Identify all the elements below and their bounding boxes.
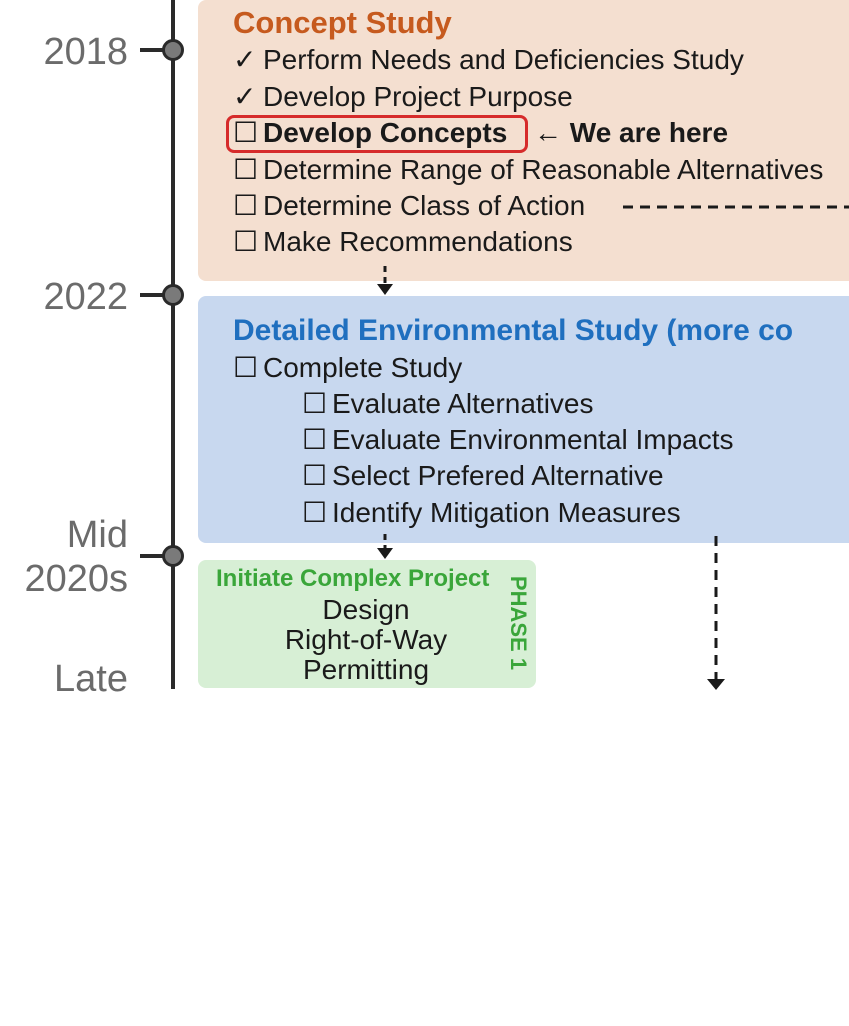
timeline-dot — [162, 284, 184, 306]
checkmark-icon: ✓ — [233, 81, 257, 112]
concept-study-box — [198, 0, 849, 281]
concept-item-label: Determine Range of Reasonable Alternativ… — [263, 154, 824, 185]
env-item-label: Evaluate Environmental Impacts — [332, 424, 734, 455]
year-label-2022: 2022 — [43, 276, 128, 318]
checkbox-icon: ☐ — [233, 117, 259, 148]
arrow-head-icon — [377, 284, 393, 295]
concept-item-current: ☐Develop Concepts — [233, 119, 507, 147]
env-item-label: Select Prefered Alternative — [332, 460, 664, 491]
timeline-dot — [162, 39, 184, 61]
checkbox-icon: ☐ — [233, 154, 259, 185]
concept-item: ✓Develop Project Purpose — [233, 83, 573, 111]
env-subitem: ☐Select Prefered Alternative — [302, 462, 664, 490]
checkbox-icon: ☐ — [302, 424, 328, 455]
checkmark-icon: ✓ — [233, 44, 257, 75]
concept-item-label: Perform Needs and Deficiencies Study — [263, 44, 744, 75]
concept-item: ☐Make Recommendations — [233, 228, 573, 256]
phase-line-permitting: Permitting — [302, 654, 430, 685]
timeline-tick — [140, 554, 170, 558]
year-label-2020s: 2020s — [24, 558, 128, 600]
env-subitem: ☐Evaluate Environmental Impacts — [302, 426, 734, 454]
checkbox-icon: ☐ — [302, 388, 328, 419]
timeline-line — [171, 0, 175, 689]
concept-study-title: Concept Study — [233, 5, 452, 40]
year-label-late: Late — [54, 658, 128, 700]
timeline-dot — [162, 545, 184, 567]
env-item-label: Complete Study — [263, 352, 463, 383]
concept-item-label: Develop Concepts — [263, 117, 508, 148]
concept-item: ✓Perform Needs and Deficiencies Study — [233, 46, 744, 74]
env-subitem: ☐Evaluate Alternatives — [302, 390, 594, 418]
env-item-label: Identify Mitigation Measures — [332, 497, 681, 528]
environmental-study-box — [198, 296, 849, 543]
checkbox-icon: ☐ — [233, 190, 259, 221]
concept-item-label: Determine Class of Action — [263, 190, 586, 221]
checkbox-icon: ☐ — [302, 460, 328, 491]
year-label-2018: 2018 — [43, 31, 128, 73]
timeline-tick — [140, 293, 170, 297]
phase-side-label: PHASE 1 — [506, 575, 531, 671]
year-label-mid: Mid — [66, 514, 128, 556]
checkbox-icon: ☐ — [233, 352, 259, 383]
concept-item: ☐Determine Class of Action — [233, 192, 585, 220]
phase-line-right-of-way: Right-of-Way — [284, 624, 448, 655]
concept-item: ☐Determine Range of Reasonable Alternati… — [233, 156, 823, 184]
timeline-tick — [140, 48, 170, 52]
concept-item-label: Make Recommendations — [263, 226, 573, 257]
env-item: ☐Complete Study — [233, 354, 462, 382]
checkbox-icon: ☐ — [233, 226, 259, 257]
phase-title: Initiate Complex Project — [216, 565, 490, 592]
current-step-highlight — [226, 115, 528, 153]
phase-line-design: Design — [322, 594, 410, 625]
phase-box — [198, 560, 536, 688]
env-item-label: Evaluate Alternatives — [332, 388, 594, 419]
we-are-here-callout: ← We are here — [534, 117, 729, 148]
arrow-head-icon — [707, 679, 725, 690]
arrow-head-icon — [377, 548, 393, 559]
env-subitem: ☐Identify Mitigation Measures — [302, 499, 681, 527]
environmental-study-title: Detailed Environmental Study (more co — [233, 314, 794, 347]
concept-item-label: Develop Project Purpose — [263, 81, 573, 112]
checkbox-icon: ☐ — [302, 497, 328, 528]
